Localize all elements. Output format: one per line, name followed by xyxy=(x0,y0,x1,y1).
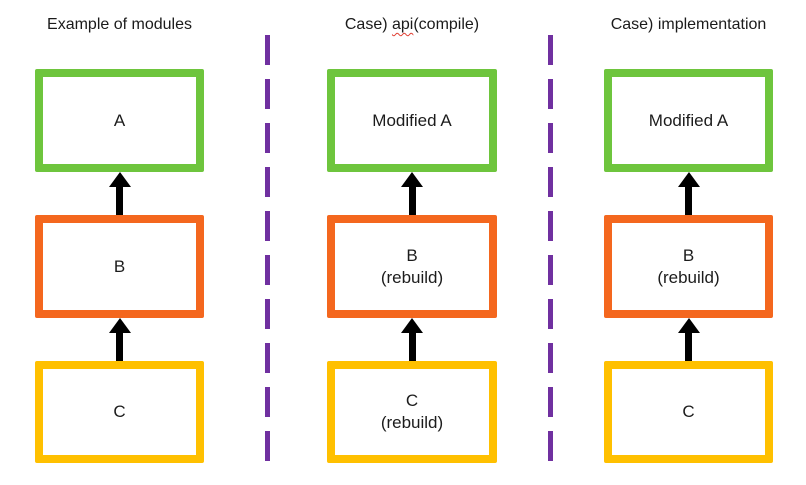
module-box-c: C xyxy=(35,361,204,463)
column-title: Case) implementation xyxy=(610,16,767,33)
module-box-label: C xyxy=(682,402,695,421)
module-box-a: A xyxy=(35,69,204,172)
arrow-stem xyxy=(408,333,416,361)
module-box-sublabel: (rebuild) xyxy=(657,267,720,287)
module-box-sublabel: (rebuild) xyxy=(380,413,444,432)
arrow-stem xyxy=(116,333,123,361)
module-box-modified-a: Modified A xyxy=(327,69,497,172)
arrow-stem xyxy=(685,187,692,215)
arrow-head-icon xyxy=(108,172,131,187)
column-case-implementation: Case) implementation Modified A B (rebui… xyxy=(604,0,773,485)
module-box-b-rebuild: B (rebuild) xyxy=(604,215,773,318)
column-case-api-compile: Case) api(compile) Modified A B (rebuild… xyxy=(327,0,497,485)
module-box-label: B xyxy=(406,245,418,265)
module-box-c: C xyxy=(604,361,773,463)
title-suffix: (compile) xyxy=(413,16,480,33)
module-box-c-rebuild: C (rebuild) xyxy=(327,361,497,463)
dashed-separator xyxy=(548,35,553,461)
module-box-label: Modified A xyxy=(648,110,729,130)
up-arrow xyxy=(677,172,700,215)
arrow-head-icon xyxy=(677,318,700,333)
module-box-b-rebuild: B (rebuild) xyxy=(327,215,497,318)
title-prefix: Case) xyxy=(344,16,392,33)
module-box-modified-a: Modified A xyxy=(604,69,773,172)
up-arrow xyxy=(108,172,131,215)
module-box-label: C xyxy=(405,391,419,410)
module-box-b: B xyxy=(35,215,204,318)
up-arrow xyxy=(401,318,423,361)
module-box-sublabel: (rebuild) xyxy=(380,267,444,287)
arrow-stem xyxy=(408,187,416,215)
title-misspelled-word: api xyxy=(391,16,414,33)
arrow-head-icon xyxy=(108,318,131,333)
up-arrow xyxy=(677,318,700,361)
arrow-head-icon xyxy=(401,172,423,187)
arrow-head-icon xyxy=(401,318,423,333)
arrow-stem xyxy=(685,333,692,361)
dashed-separator xyxy=(265,35,270,461)
column-title: Case) api(compile) xyxy=(297,15,527,35)
column-title: Example of modules xyxy=(47,16,192,33)
module-box-label: C xyxy=(113,402,126,421)
up-arrow xyxy=(108,318,131,361)
module-box-label: Modified A xyxy=(372,110,452,130)
module-box-label: A xyxy=(113,110,126,130)
module-box-label: B xyxy=(113,256,126,276)
arrow-head-icon xyxy=(677,172,700,187)
module-box-label: B xyxy=(682,245,695,265)
column-example-of-modules: Example of modules A B C xyxy=(35,0,204,485)
up-arrow xyxy=(401,172,423,215)
arrow-stem xyxy=(116,187,123,215)
